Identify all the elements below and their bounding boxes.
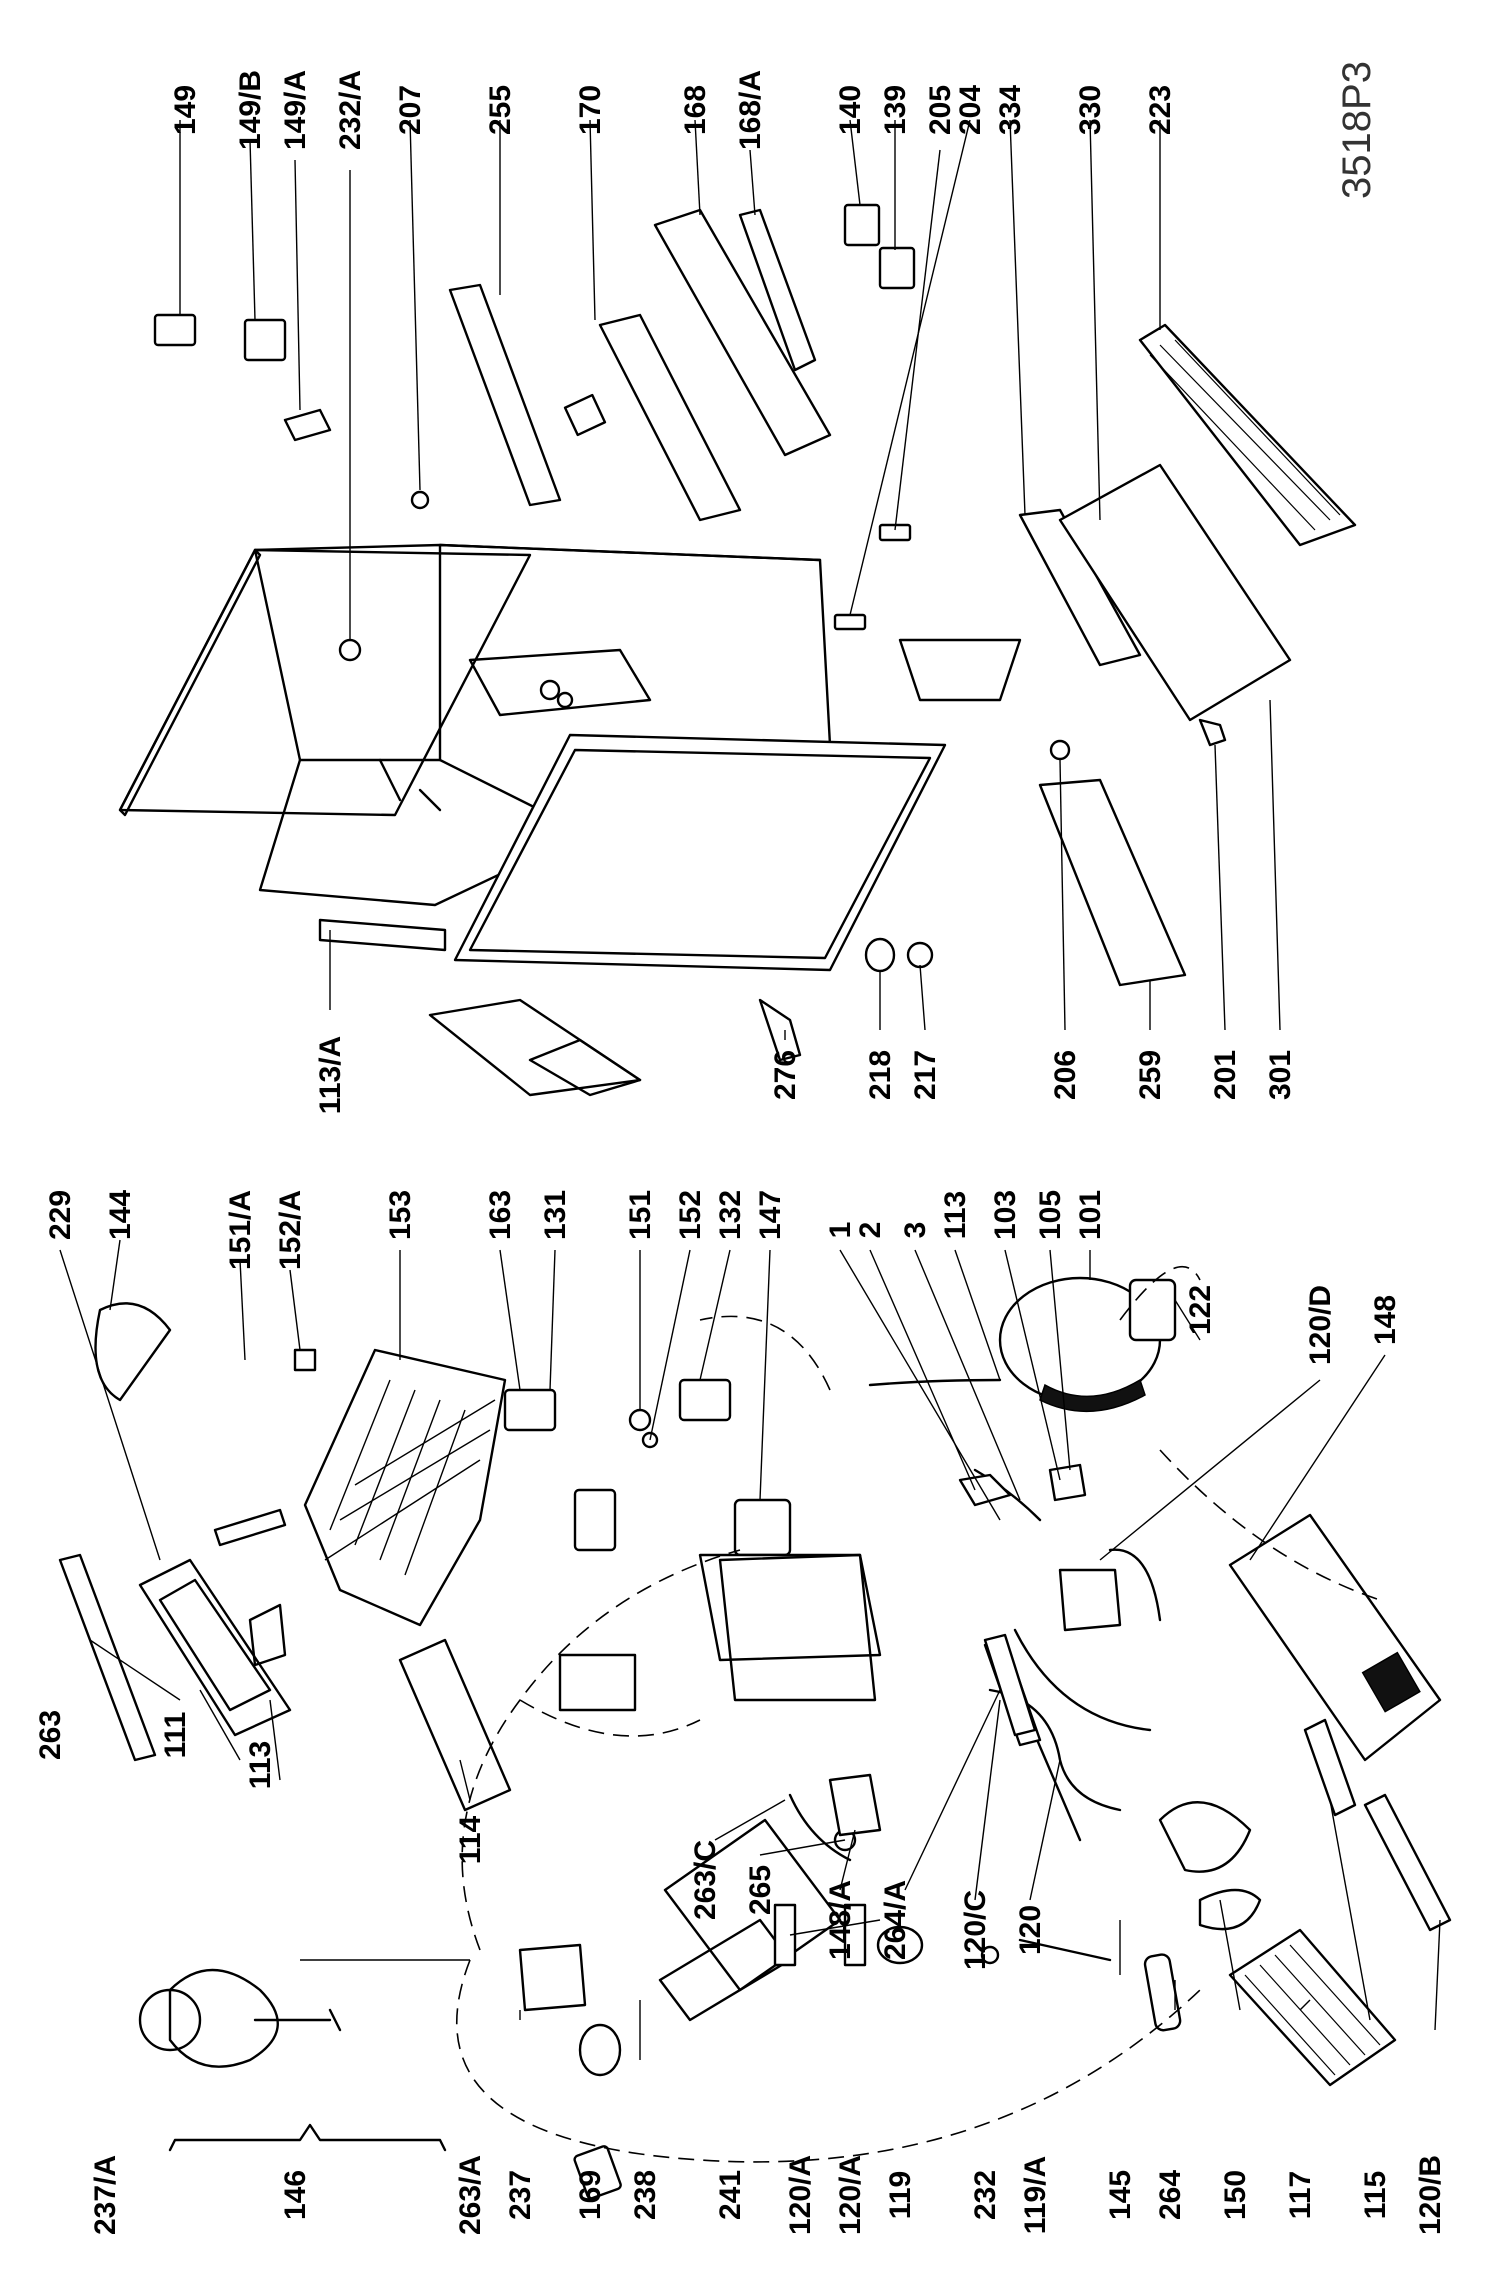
label-151: 151 [624, 1190, 657, 1240]
icemaker-assembly [58, 1265, 1452, 2200]
label-207: 207 [394, 85, 427, 135]
label-105: 105 [1034, 1190, 1067, 1240]
label-150: 150 [1219, 2170, 1252, 2220]
label-264-a: 264/A [879, 1880, 912, 1960]
label-259: 259 [1134, 1050, 1167, 1100]
label-122: 122 [1184, 1285, 1217, 1335]
label-2: 2 [854, 1222, 887, 1239]
label-204: 204 [954, 85, 987, 135]
label-113-a: 113/A [314, 1036, 347, 1114]
label-3: 3 [899, 1222, 932, 1239]
label-120-b: 120/B [1414, 2155, 1447, 2235]
label-265: 265 [744, 1865, 777, 1915]
label-276: 276 [769, 1050, 802, 1100]
brace-146 [168, 2123, 447, 2152]
label-334: 334 [994, 85, 1027, 135]
label-168-a: 168/A [734, 70, 767, 150]
label-223: 223 [1144, 85, 1177, 135]
panel-255 [448, 283, 562, 507]
label-120-a-1: 120/A [784, 2155, 817, 2235]
label-149-b: 149/B [234, 70, 267, 150]
label-146: 146 [279, 2170, 312, 2220]
label-264: 264 [1154, 2170, 1187, 2220]
label-201: 201 [1209, 1050, 1242, 1100]
label-101: 101 [1074, 1190, 1107, 1240]
label-301: 301 [1264, 1050, 1297, 1100]
label-120-a-2: 120/A [834, 2155, 867, 2235]
ice-tray-153 [303, 1348, 507, 1627]
label-111: 111 [159, 1712, 192, 1759]
label-139: 139 [879, 85, 912, 135]
label-169: 169 [574, 2170, 607, 2220]
base-plate [1228, 1513, 1442, 1762]
label-206: 206 [1049, 1050, 1082, 1100]
label-120: 120 [1014, 1905, 1047, 1955]
label-232: 232 [969, 2170, 1002, 2220]
label-151-a: 151/A [224, 1190, 257, 1270]
label-263-c: 263/C [689, 1840, 722, 1920]
leader-lines [59, 119, 1441, 2060]
label-237-a: 237/A [89, 2155, 122, 2235]
water-tank-241 [663, 1818, 842, 1992]
label-115: 115 [1359, 2171, 1392, 2219]
label-120-d: 120/D [1304, 1285, 1337, 1365]
label-217: 217 [909, 1050, 942, 1100]
label-163: 163 [484, 1190, 517, 1240]
fan-150 [1158, 1801, 1252, 1873]
label-152: 152 [674, 1190, 707, 1240]
label-119-a: 119/A [1019, 2156, 1052, 2234]
label-103: 103 [989, 1190, 1022, 1240]
label-148: 148 [1369, 1295, 1402, 1345]
label-263: 263 [34, 1710, 67, 1760]
condenser-117 [1228, 1928, 1397, 2087]
label-153: 153 [384, 1190, 417, 1240]
label-113: 113 [939, 1191, 972, 1239]
drawing-code: 3518P3 [1335, 61, 1379, 199]
label-263-a: 263/A [454, 2155, 487, 2235]
label-1: 1 [824, 1222, 857, 1239]
label-148-a: 148/A [824, 1880, 857, 1960]
ice-mold [138, 1558, 292, 1737]
cabinet-assembly [118, 203, 1357, 1097]
door-panel [453, 733, 947, 972]
label-145: 145 [1104, 2170, 1137, 2220]
label-237: 237 [504, 2170, 537, 2220]
drawer-259 [1038, 778, 1187, 987]
panel-170 [598, 313, 742, 522]
label-229: 229 [44, 1190, 77, 1240]
label-147: 147 [754, 1190, 787, 1240]
label-117: 117 [1284, 2171, 1317, 2219]
panel-168 [653, 208, 832, 457]
label-113-lower: 113 [244, 1741, 277, 1789]
tray-114 [398, 1638, 512, 1812]
panel-330 [1058, 463, 1292, 722]
label-232-a: 232/A [334, 70, 367, 150]
label-119: 119 [884, 2171, 917, 2219]
label-205: 205 [924, 85, 957, 135]
label-149-a: 149/A [279, 70, 312, 150]
label-152-a: 152/A [274, 1190, 307, 1270]
label-255: 255 [484, 85, 517, 135]
gasket-334 [1018, 508, 1142, 667]
label-140: 140 [834, 85, 867, 135]
part-labels: 149 149/B 149/A 232/A 207 255 170 168 16… [34, 61, 1447, 2235]
label-132: 132 [714, 1190, 747, 1240]
label-168: 168 [679, 85, 712, 135]
label-330: 330 [1074, 85, 1107, 135]
label-120-c: 120/C [959, 1890, 992, 1970]
label-114: 114 [454, 1815, 487, 1864]
auger-146 [168, 1968, 279, 2068]
label-149: 149 [169, 85, 202, 135]
label-131: 131 [539, 1190, 572, 1240]
label-241: 241 [714, 2170, 747, 2220]
label-144: 144 [104, 1190, 137, 1240]
label-218: 218 [864, 1050, 897, 1100]
label-170: 170 [574, 85, 607, 135]
label-238: 238 [629, 2170, 662, 2220]
